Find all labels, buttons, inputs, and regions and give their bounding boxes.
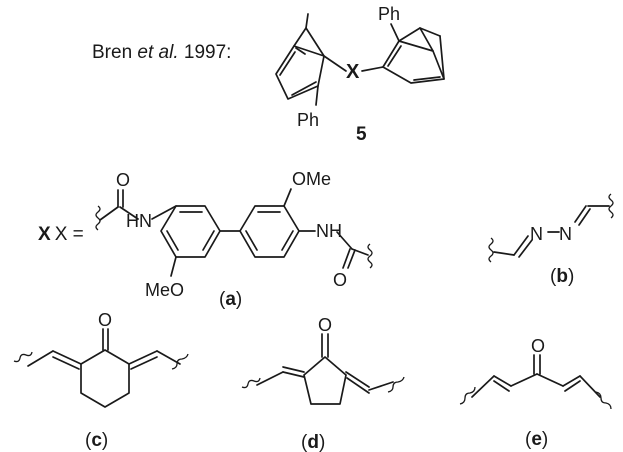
variant-a-methoxy-right: OMe bbox=[292, 169, 331, 189]
compound-number: 5 bbox=[356, 124, 367, 145]
variant-d-oxygen: O bbox=[318, 315, 332, 335]
variant-a-label: (a) bbox=[219, 289, 242, 310]
variant-c-structure bbox=[13, 328, 189, 408]
variant-d-structure bbox=[241, 333, 405, 405]
variant-a-nh-left: HN bbox=[126, 211, 152, 231]
left-norbornadiene bbox=[275, 13, 347, 106]
citation-year: 1997: bbox=[184, 42, 232, 63]
right-phenyl-label: Ph bbox=[378, 4, 400, 24]
variant-a-nh-right: NH bbox=[316, 221, 342, 241]
variant-c-oxygen: O bbox=[98, 310, 112, 330]
variant-e-oxygen: O bbox=[531, 336, 545, 356]
variant-b-nitrogen-2: N bbox=[559, 224, 572, 244]
variant-a-methoxy-left: MeO bbox=[145, 280, 184, 300]
variant-c-label: (c) bbox=[85, 430, 108, 451]
linker-bond bbox=[361, 66, 384, 72]
linker-x-label: X bbox=[346, 61, 360, 83]
variant-a-structure bbox=[95, 188, 373, 277]
variant-b-label: (b) bbox=[550, 266, 574, 287]
citation-text: Bren et al. 1997: bbox=[92, 42, 231, 63]
variant-a-oxygen-left: O bbox=[116, 170, 130, 190]
variant-d-label: (d) bbox=[301, 432, 325, 452]
variant-b-nitrogen-1: N bbox=[530, 224, 543, 244]
left-phenyl-label: Ph bbox=[297, 110, 319, 130]
variant-a-oxygen-right: O bbox=[333, 270, 347, 290]
right-norbornadiene bbox=[382, 23, 445, 84]
variant-b-structure bbox=[488, 193, 614, 263]
linker-equals: X = bbox=[55, 224, 84, 245]
citation-author: Bren bbox=[92, 42, 132, 63]
variant-e-structure bbox=[459, 354, 612, 410]
variant-e-label: (e) bbox=[525, 429, 548, 450]
citation-etal: et al. bbox=[137, 42, 178, 63]
